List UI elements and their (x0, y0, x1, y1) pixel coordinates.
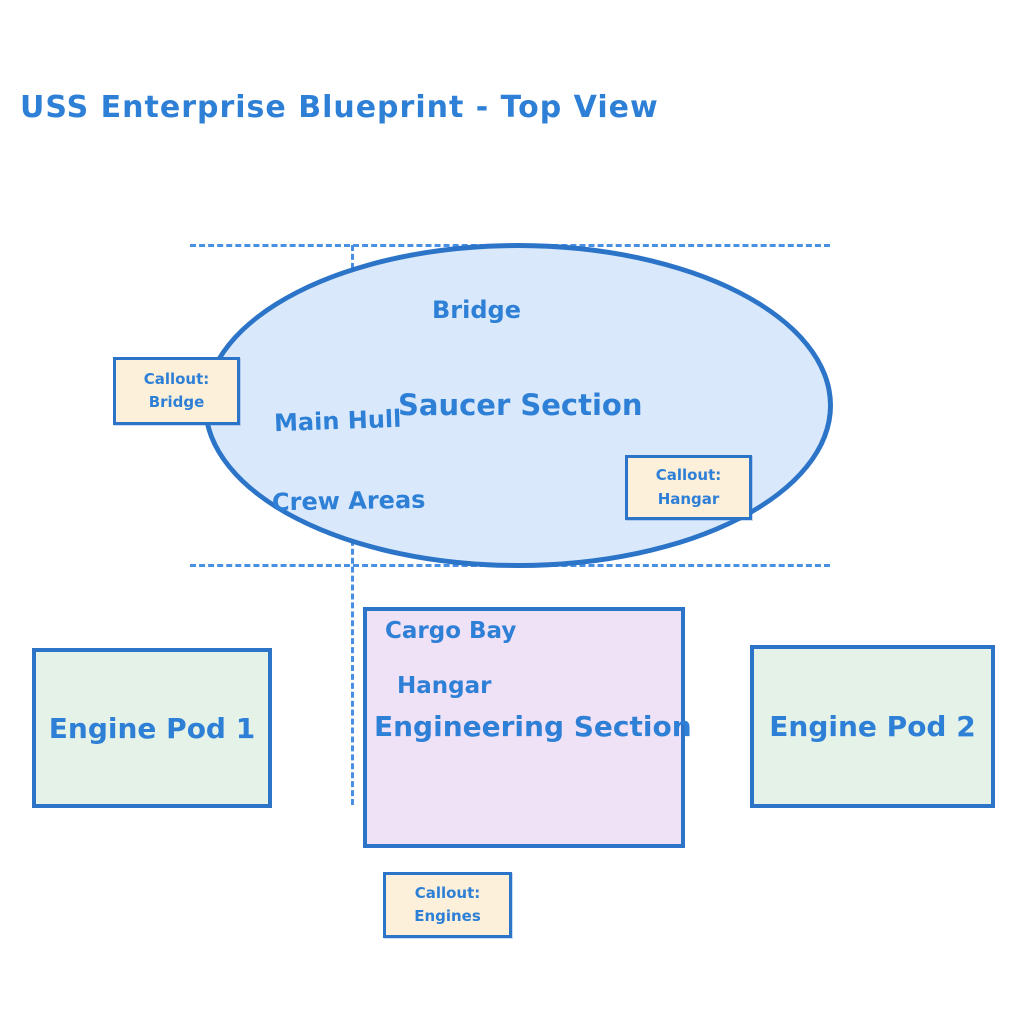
engine-pod-1-rect[interactable]: Engine Pod 1 (32, 648, 272, 808)
crew-areas-label: Crew Areas (271, 485, 426, 517)
engineering-section-rect[interactable] (363, 607, 685, 848)
engineering-section-label: Engineering Section (374, 710, 692, 743)
engine-pod-1-label: Engine Pod 1 (48, 711, 256, 745)
bridge-callout-line1: Callout: (143, 369, 210, 388)
diagram-title: USS Enterprise Blueprint - Top View (20, 90, 659, 125)
bridge-callout-line2: Bridge (148, 393, 205, 411)
engines-callout-line1: Callout: (414, 883, 481, 902)
hangar-callout-box[interactable]: Callout: Hangar (625, 455, 752, 520)
engines-callout-box[interactable]: Callout: Engines (383, 872, 512, 938)
bridge-label: Bridge (432, 296, 521, 324)
bridge-callout-box[interactable]: Callout: Bridge (113, 357, 240, 425)
hangar-callout-line1: Callout: (655, 466, 722, 485)
engine-pod-2-label: Engine Pod 2 (769, 710, 976, 743)
engines-callout-line2: Engines (414, 907, 481, 925)
engine-pod-2-rect[interactable]: Engine Pod 2 (750, 645, 995, 808)
hangar-label: Hangar (397, 673, 492, 699)
cargo-bay-label: Cargo Bay (385, 618, 517, 644)
main-hull-label: Main Hull (273, 404, 402, 438)
hangar-callout-line2: Hangar (657, 489, 720, 508)
saucer-section-label: Saucer Section (398, 388, 643, 422)
